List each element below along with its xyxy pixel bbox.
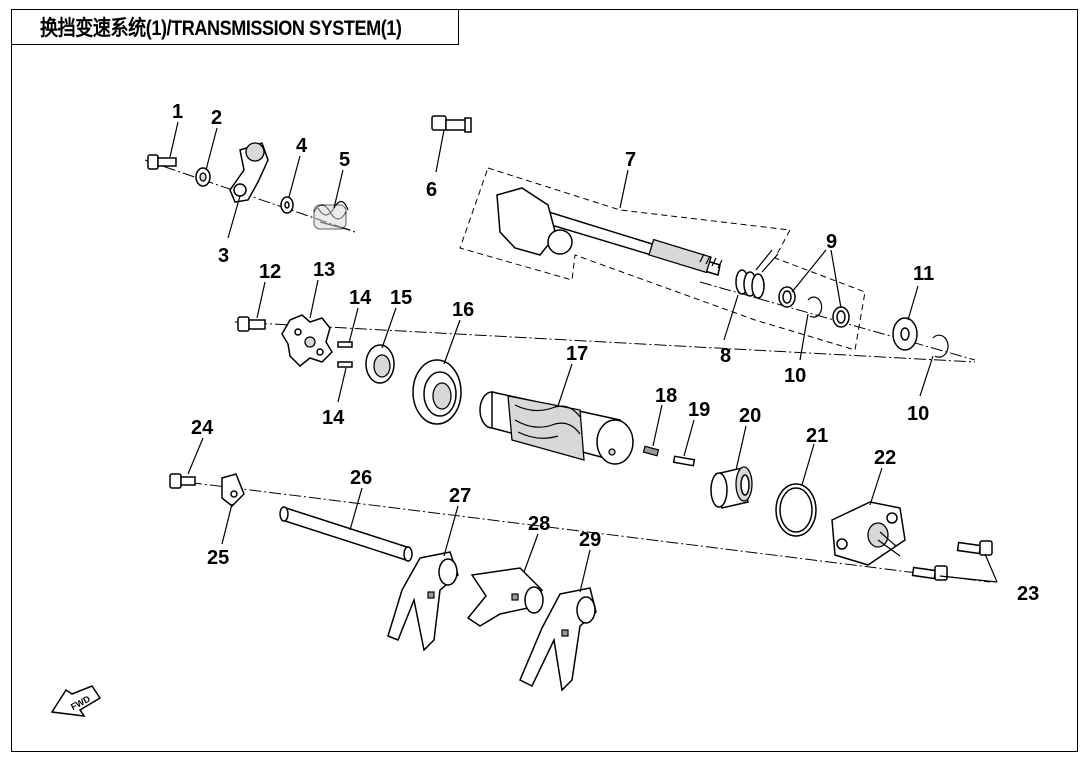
part-2-washer	[195, 167, 211, 187]
callout-27: 27	[449, 485, 471, 507]
part-15-seal	[365, 344, 395, 384]
callout-24: 24	[191, 417, 214, 439]
callout-8: 8	[720, 345, 731, 367]
part-12-bolt	[237, 316, 266, 332]
part-24-bolt	[169, 473, 196, 489]
part-13-star-plate	[281, 314, 333, 368]
callout-19: 19	[688, 399, 710, 421]
fwd-arrow: FWD	[50, 685, 102, 717]
part-29-shift-fork	[519, 587, 597, 692]
part-16-bearing	[412, 359, 462, 425]
part-9-washers	[778, 286, 850, 328]
callout-14a: 14	[349, 287, 372, 309]
callout-10a: 10	[784, 365, 806, 387]
callout-13: 13	[313, 259, 335, 281]
part-6-bolt	[431, 115, 472, 133]
part-19-pin	[672, 455, 696, 467]
part-14-pins	[337, 341, 353, 368]
page-title: 换挡变速系统(1)/TRANSMISSION SYSTEM(1)	[40, 17, 402, 40]
part-20-needle-bearing	[710, 466, 753, 509]
callout-11: 11	[913, 263, 934, 285]
part-27-shift-fork	[387, 551, 459, 652]
callout-6: 6	[426, 179, 437, 201]
callout-5: 5	[339, 149, 350, 171]
callout-9: 9	[826, 231, 837, 253]
part-7-assembly-outline	[459, 167, 866, 351]
part-18-spring	[642, 445, 660, 457]
part-5-spring	[313, 200, 351, 231]
part-7-shift-shaft	[496, 187, 723, 276]
callout-23: 23	[1017, 583, 1039, 605]
part-28-shift-fork	[466, 567, 544, 627]
axis-drum	[234, 321, 976, 363]
part-22-cover	[831, 501, 906, 566]
callout-25: 25	[207, 547, 229, 569]
drawing-frame	[11, 9, 1078, 752]
callout-15: 15	[390, 287, 412, 309]
callout-4: 4	[296, 135, 308, 157]
part-21-o-ring	[775, 483, 817, 537]
callout-labels: 1 2 3 4 5 6 7 8 9 10 10 11 12 13 14 14 1…	[172, 101, 1039, 605]
callout-12: 12	[259, 261, 281, 283]
title-box: 换挡变速系统(1)/TRANSMISSION SYSTEM(1)	[11, 9, 459, 45]
part-3-stopper-arm	[229, 142, 269, 203]
part-10-circlips	[807, 296, 949, 358]
callout-26: 26	[350, 467, 372, 489]
callout-3: 3	[218, 245, 229, 267]
part-8-spring	[735, 249, 779, 299]
part-23-bolts	[911, 540, 993, 581]
callout-17: 17	[566, 343, 588, 365]
part-11-washer	[892, 317, 918, 351]
axis-lower	[169, 479, 991, 583]
callout-22: 22	[874, 447, 896, 469]
callout-20: 20	[739, 405, 761, 427]
callout-16: 16	[452, 299, 474, 321]
callout-28: 28	[528, 513, 550, 535]
callout-1: 1	[172, 101, 183, 123]
callout-21: 21	[806, 425, 828, 447]
part-25-stopper-plate	[221, 473, 245, 508]
callout-7: 7	[625, 149, 636, 171]
part-26-fork-shaft	[279, 506, 413, 562]
leader-lines	[169, 121, 998, 593]
part-1-bolt	[147, 154, 177, 170]
callout-2: 2	[211, 107, 222, 129]
callout-18: 18	[655, 385, 677, 407]
part-17-shift-drum	[479, 391, 634, 465]
callout-10b: 10	[907, 403, 929, 425]
callout-14b: 14	[322, 407, 345, 429]
callout-29: 29	[579, 529, 601, 551]
part-4-washer	[280, 196, 294, 214]
